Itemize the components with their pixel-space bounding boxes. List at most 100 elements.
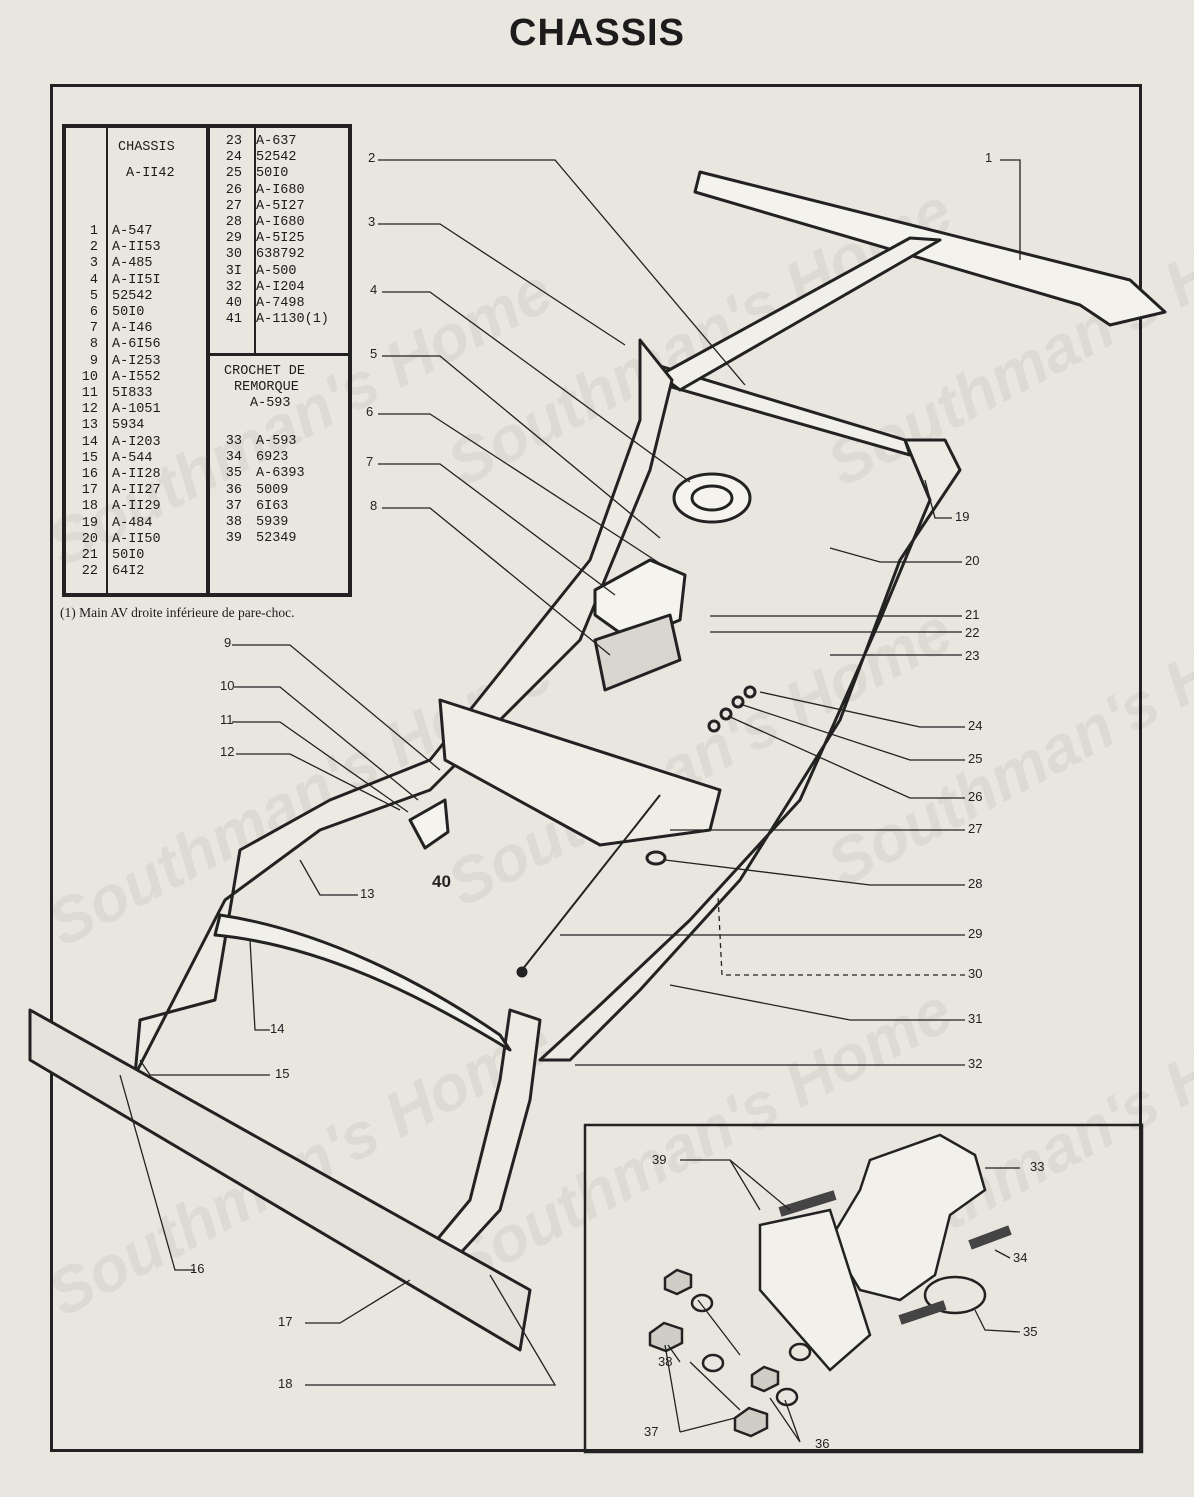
row-part: A-II27 — [112, 483, 161, 499]
callout-15: 15 — [275, 1066, 289, 1081]
row-part: 5939 — [256, 515, 289, 530]
callout-38: 38 — [658, 1354, 672, 1369]
row-part: 638792 — [256, 247, 305, 263]
row-number: 26 — [225, 182, 242, 198]
row-part: A-547 — [112, 224, 153, 239]
callout-7: 7 — [366, 454, 373, 469]
row-number: 33 — [225, 434, 242, 449]
row-number: 20 — [81, 531, 98, 547]
callout-27: 27 — [968, 821, 982, 836]
row-number: 32 — [225, 279, 242, 295]
rear-crossmember — [213, 913, 512, 1052]
callout-11: 11 — [220, 712, 234, 727]
row-part: A-II29 — [112, 499, 161, 515]
chassis-header: CHASSIS — [118, 140, 175, 155]
callout-4: 4 — [370, 282, 377, 297]
row-part: A-500 — [256, 263, 297, 279]
row-number: 7 — [89, 321, 98, 337]
row-number: 5 — [89, 288, 98, 304]
row-number: 23 — [225, 134, 242, 149]
callout-21: 21 — [965, 607, 979, 622]
row-part: A-544 — [112, 450, 153, 466]
row-number: 2 — [89, 240, 98, 256]
mount-rubber — [593, 613, 682, 692]
row-number: 30 — [225, 247, 242, 263]
row-number: 35 — [225, 466, 242, 482]
row-number: 19 — [81, 515, 98, 531]
crochet-header-1: CROCHET DE — [224, 364, 306, 379]
row-part: A-1051 — [112, 402, 161, 418]
row-number: 24 — [225, 150, 242, 166]
row-number: 25 — [225, 166, 242, 182]
row-number: 22 — [81, 564, 98, 580]
row-part: A-I680 — [256, 182, 305, 198]
bracket-ring — [672, 472, 752, 524]
row-part: 50I0 — [256, 166, 289, 182]
callout-31: 31 — [968, 1011, 982, 1026]
row-part: A-I680 — [256, 215, 305, 230]
row-part: A-7498 — [256, 296, 305, 311]
row-part: 50I0 — [112, 305, 145, 320]
row-part: 52542 — [112, 288, 153, 304]
upper-crossmember — [658, 236, 942, 392]
row-part: A-I552 — [112, 369, 161, 385]
row-number: 29 — [225, 231, 242, 247]
row-part: 52349 — [256, 531, 297, 547]
eye-bolt-ring — [923, 1275, 987, 1315]
row-number: 21 — [81, 548, 98, 563]
rear-bumper — [28, 1008, 532, 1352]
row-part: A-II53 — [112, 240, 161, 256]
callout-26: 26 — [968, 789, 982, 804]
center-crossmember — [438, 698, 722, 847]
row-part: A-1130(1) — [256, 312, 329, 328]
callout-1: 1 — [985, 150, 992, 165]
rear-left-rail — [418, 1008, 542, 1272]
hook-plate — [758, 1208, 872, 1372]
row-number: 3 — [89, 256, 98, 272]
row-part: A-637 — [256, 134, 297, 149]
row-part: 5009 — [256, 482, 289, 498]
row-number: 38 — [225, 515, 242, 530]
row-part: 5934 — [112, 418, 145, 434]
row-number: 10 — [81, 369, 98, 385]
footnote: (1) Main AV droite inférieure de pare-ch… — [60, 605, 295, 620]
callout-37: 37 — [644, 1424, 658, 1439]
callout-13: 13 — [360, 886, 374, 901]
callout-36: 36 — [815, 1436, 829, 1451]
row-part: A-485 — [112, 256, 153, 272]
row-number: 4 — [89, 272, 98, 288]
row-part: A-II50 — [112, 531, 161, 547]
left-side-rail — [133, 338, 674, 1077]
callout-34: 34 — [1013, 1250, 1027, 1265]
page-title: CHASSIS — [509, 12, 685, 54]
row-part: A-6393 — [256, 466, 305, 482]
callout-3: 3 — [368, 214, 375, 229]
chassis-number: A-II42 — [126, 166, 175, 181]
row-number: 17 — [81, 483, 98, 499]
towing-bracket — [408, 798, 450, 850]
callout-12: 12 — [220, 744, 234, 759]
callout-20: 20 — [965, 553, 979, 568]
row-number: 9 — [89, 353, 98, 369]
callout-10: 10 — [220, 678, 234, 693]
callout-28: 28 — [968, 876, 982, 891]
callout-18: 18 — [278, 1376, 292, 1391]
row-part: A-I46 — [112, 321, 153, 337]
row-number: 28 — [225, 215, 242, 230]
row-number: 15 — [81, 450, 98, 466]
diagram-frame — [50, 84, 1142, 1452]
inset-frame — [583, 1123, 1144, 1454]
row-number: 1 — [89, 224, 98, 239]
callout-19: 19 — [955, 509, 969, 524]
row-number: 13 — [81, 418, 98, 434]
row-part: A-593 — [256, 434, 297, 449]
row-part: 52542 — [256, 150, 297, 166]
row-part: A-I204 — [256, 279, 305, 295]
row-number: 11 — [81, 386, 98, 401]
row-part: 50I0 — [112, 548, 145, 563]
callout-22: 22 — [965, 625, 979, 640]
row-number: 18 — [81, 499, 98, 515]
row-number: 8 — [89, 337, 98, 353]
